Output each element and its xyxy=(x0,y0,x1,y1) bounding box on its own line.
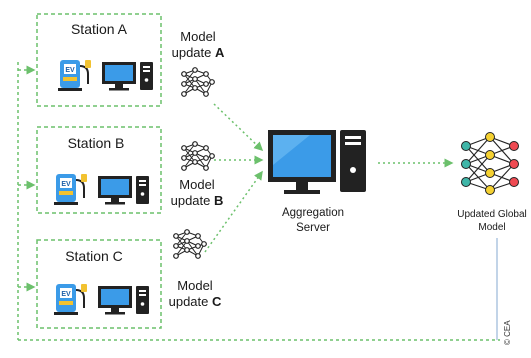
server-label-line1: Aggregation xyxy=(282,207,344,219)
station-b-icons xyxy=(53,173,150,206)
station-a-border xyxy=(36,13,162,107)
neural-network-icon-c xyxy=(173,229,207,259)
copyright-credit: © CEA xyxy=(503,320,512,345)
station-c-icons xyxy=(53,283,150,316)
update-c-line2: update C xyxy=(169,294,222,309)
neural-network-icon-b xyxy=(181,141,215,171)
station-a-icons xyxy=(57,59,154,92)
server-label-line2: Server xyxy=(296,222,330,234)
arrow-update-c-to-server xyxy=(204,170,263,253)
global-model-label-line1: Updated Global xyxy=(457,209,527,220)
global-model-neural-network-icon xyxy=(461,132,519,195)
station-c-border xyxy=(36,239,162,329)
server-icon xyxy=(268,130,366,194)
station-a-title: Station A xyxy=(71,21,128,37)
station-c-title: Station C xyxy=(65,248,123,264)
update-a-line2: update A xyxy=(172,45,225,60)
station-b: Station B xyxy=(36,126,162,214)
update-b-word1: Model xyxy=(179,177,215,192)
update-c-word1: Model xyxy=(177,278,213,293)
station-b-title: Station B xyxy=(68,135,125,151)
station-a: Station A xyxy=(36,13,162,107)
global-model-label-line2: Model xyxy=(478,222,505,233)
station-c: Station C xyxy=(36,239,162,329)
neural-network-icon-a xyxy=(181,67,215,97)
update-a-word1: Model xyxy=(180,29,216,44)
arrow-update-a-to-server xyxy=(213,103,264,152)
update-b-line2: update B xyxy=(171,193,224,208)
